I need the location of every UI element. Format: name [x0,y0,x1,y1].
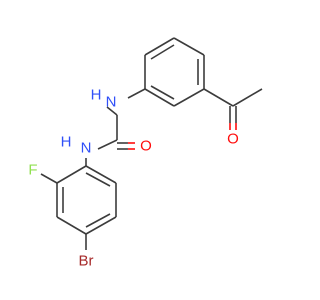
bond [203,88,234,107]
bond [85,165,117,184]
nitrogen-h-label-bottom: H [61,134,72,151]
bond [97,139,118,150]
molecule-canvas: H N H N O O F Br [28,37,263,270]
structure-drawing: H N H N O O F Br [28,37,263,270]
bond [85,216,117,235]
bond [150,85,175,100]
bromine-label: Br [79,253,94,270]
nitrogen-label-bottom: N [81,140,92,157]
urea-linker [85,88,146,166]
nitrogen-h-label-top: H [91,87,102,104]
bond [106,106,118,116]
bond [85,172,111,187]
bromofluorophenyl-ring [56,165,117,235]
acetylphenyl-ring [144,37,205,107]
bond [173,88,205,107]
bond [85,213,111,228]
bond [144,88,175,107]
urea-oxygen-label: O [140,138,152,155]
bond [173,37,205,56]
fluorine-label: F [28,162,37,179]
bond [56,165,87,184]
acetyl-group [203,88,263,130]
nitrogen-label-top: N [106,94,117,111]
bond [150,44,175,60]
bond [144,37,175,56]
acetyl-oxygen-label: O [227,131,239,148]
bond [232,88,263,107]
bond [127,88,146,99]
bond [40,173,58,184]
ring-substituents [40,173,87,250]
bond [56,216,87,235]
